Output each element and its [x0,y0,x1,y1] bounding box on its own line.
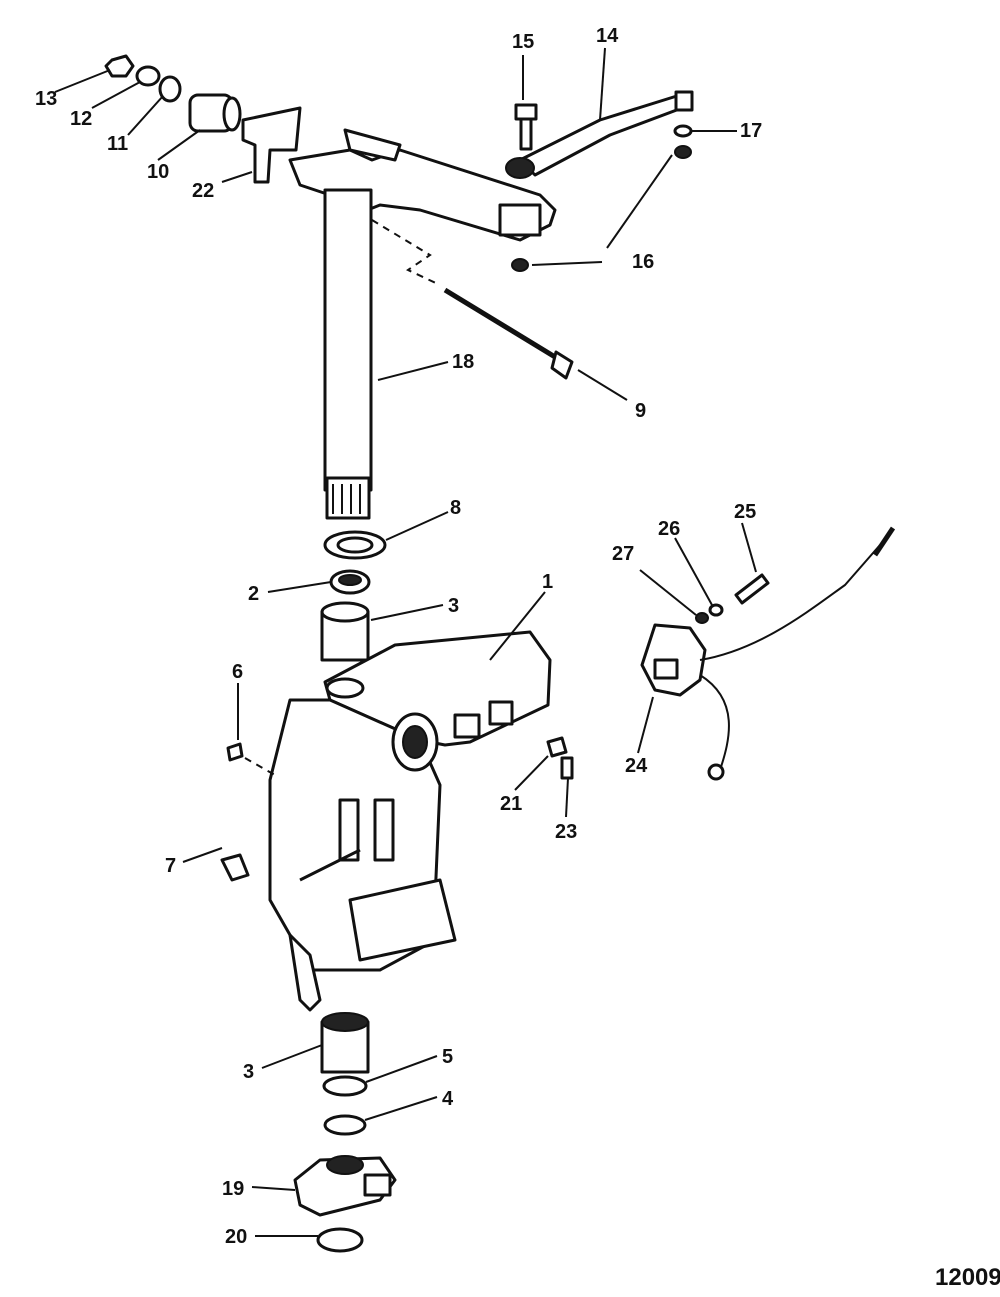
seal-2-inner [338,574,362,586]
callout-16-lower: 16 [632,251,654,273]
callout-22: 22 [192,180,214,202]
callout-14: 14 [596,25,619,47]
washer-27 [695,612,709,624]
callout-20: 20 [225,1226,247,1248]
callout-12: 12 [70,108,92,130]
nut-16-lower [511,258,529,272]
steering-arm [288,128,557,242]
grease-fitting [226,742,276,776]
callout-11: 11 [107,133,128,155]
callout-21: 21 [500,793,522,815]
callout-27: 27 [612,543,634,565]
callout-9: 9 [635,400,646,422]
leader-lines [54,47,757,1237]
callout-3-upper: 3 [448,595,459,617]
screw-23 [560,756,574,780]
clamp-21 [546,736,568,758]
long-bolt [371,219,574,380]
callout-1: 1 [542,571,553,593]
callout-10: 10 [147,161,169,183]
bushing-7 [220,853,250,882]
callout-24: 24 [625,755,648,777]
figure-number: 12009 [935,1264,1000,1291]
callout-15: 15 [512,31,534,53]
callout-17: 17 [740,120,762,142]
swivel-bracket [268,630,552,1012]
ring-20 [316,1227,364,1253]
callout-18: 18 [452,351,474,373]
washer-26 [708,603,724,617]
callout-2: 2 [248,583,259,605]
steering-tube [323,188,373,520]
callout-23: 23 [555,821,577,843]
callout-7: 7 [165,855,176,877]
nut-16-upper [674,145,692,159]
callout-8: 8 [450,497,461,519]
callout-5: 5 [442,1046,453,1068]
bolt-15 [514,103,538,151]
screw-25 [734,573,770,605]
trim-sender [640,526,896,781]
callout-25: 25 [734,501,756,523]
callout-19: 19 [222,1178,244,1200]
callout-labels: 13 12 11 10 22 15 14 17 16 9 18 8 2 3 1 … [35,25,762,1248]
ring-5 [322,1075,368,1097]
ring-4 [323,1114,367,1136]
tie-link [505,90,694,179]
bracket [241,106,302,184]
washer-17 [673,124,693,138]
callout-3-lower: 3 [243,1061,254,1083]
callout-6: 6 [232,661,243,683]
bushing-3-lower [320,1012,370,1074]
callout-13: 13 [35,88,57,110]
washer-8-inner [336,536,374,554]
bushing-stack [104,54,242,133]
bushing-3-upper [320,601,370,662]
lower-yoke [293,1155,397,1217]
callout-26: 26 [658,518,680,540]
callout-4: 4 [442,1088,454,1110]
